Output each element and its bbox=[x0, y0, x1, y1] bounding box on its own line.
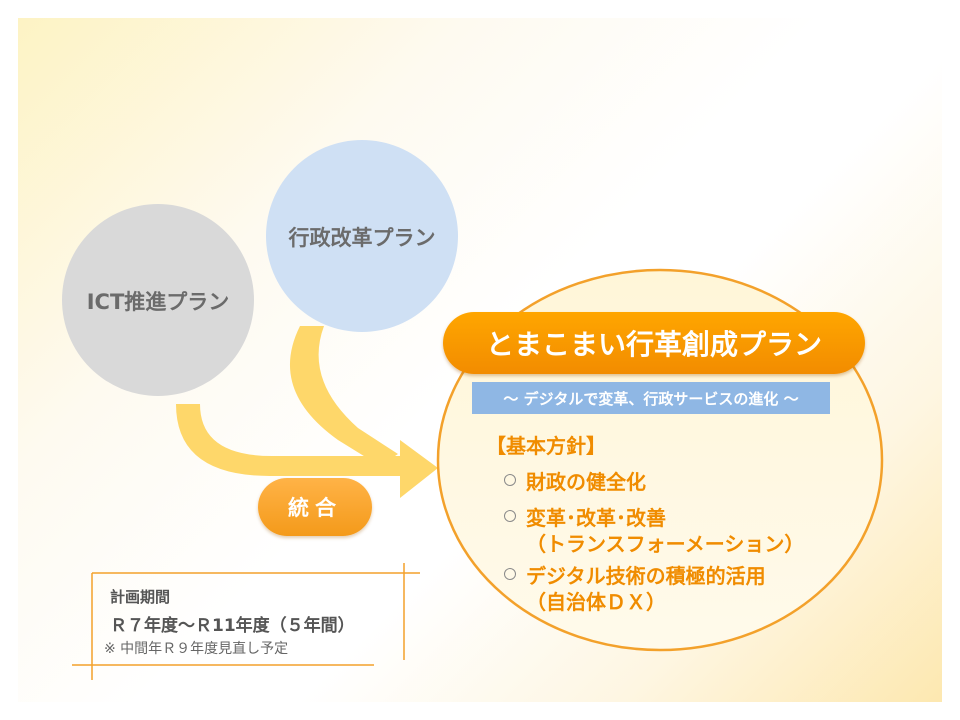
policy-1-line1: 財政の健全化 bbox=[526, 470, 646, 494]
policy-heading: 【基本方針】 bbox=[486, 434, 606, 458]
integrate-label: 統合 bbox=[258, 478, 372, 536]
period-note: ※ 中間年Ｒ９年度見直し予定 bbox=[104, 641, 289, 657]
main-plan-title: とまこまい行革創成プラン bbox=[443, 312, 865, 374]
policy-bullet-2 bbox=[504, 510, 516, 522]
ict-circle bbox=[62, 204, 254, 396]
main-plan-subtitle: ～ デジタルで変革、行政サービスの進化 ～ bbox=[472, 382, 830, 414]
period-heading: 計画期間 bbox=[110, 588, 171, 606]
policy-3-line2: （自治体ＤＸ） bbox=[526, 590, 666, 614]
admin-reform-circle bbox=[266, 140, 458, 332]
admin-reform-arrow bbox=[289, 326, 398, 466]
policy-2-line2: （トランスフォーメーション） bbox=[526, 532, 805, 556]
admin-reform-circle-label: 行政改革プラン bbox=[288, 226, 436, 250]
ict-arrow bbox=[176, 404, 438, 498]
ict-circle-label: ICT推進プラン bbox=[86, 290, 230, 314]
policy-2-line1: 変革･改革･改善 bbox=[526, 506, 666, 530]
policy-bullet-3 bbox=[504, 568, 516, 580]
policy-bullet-1 bbox=[504, 474, 516, 486]
policy-3-line1: デジタル技術の積極的活用 bbox=[526, 564, 766, 588]
period-range: Ｒ７年度～Ｒ11年度（５年間） bbox=[110, 616, 355, 636]
